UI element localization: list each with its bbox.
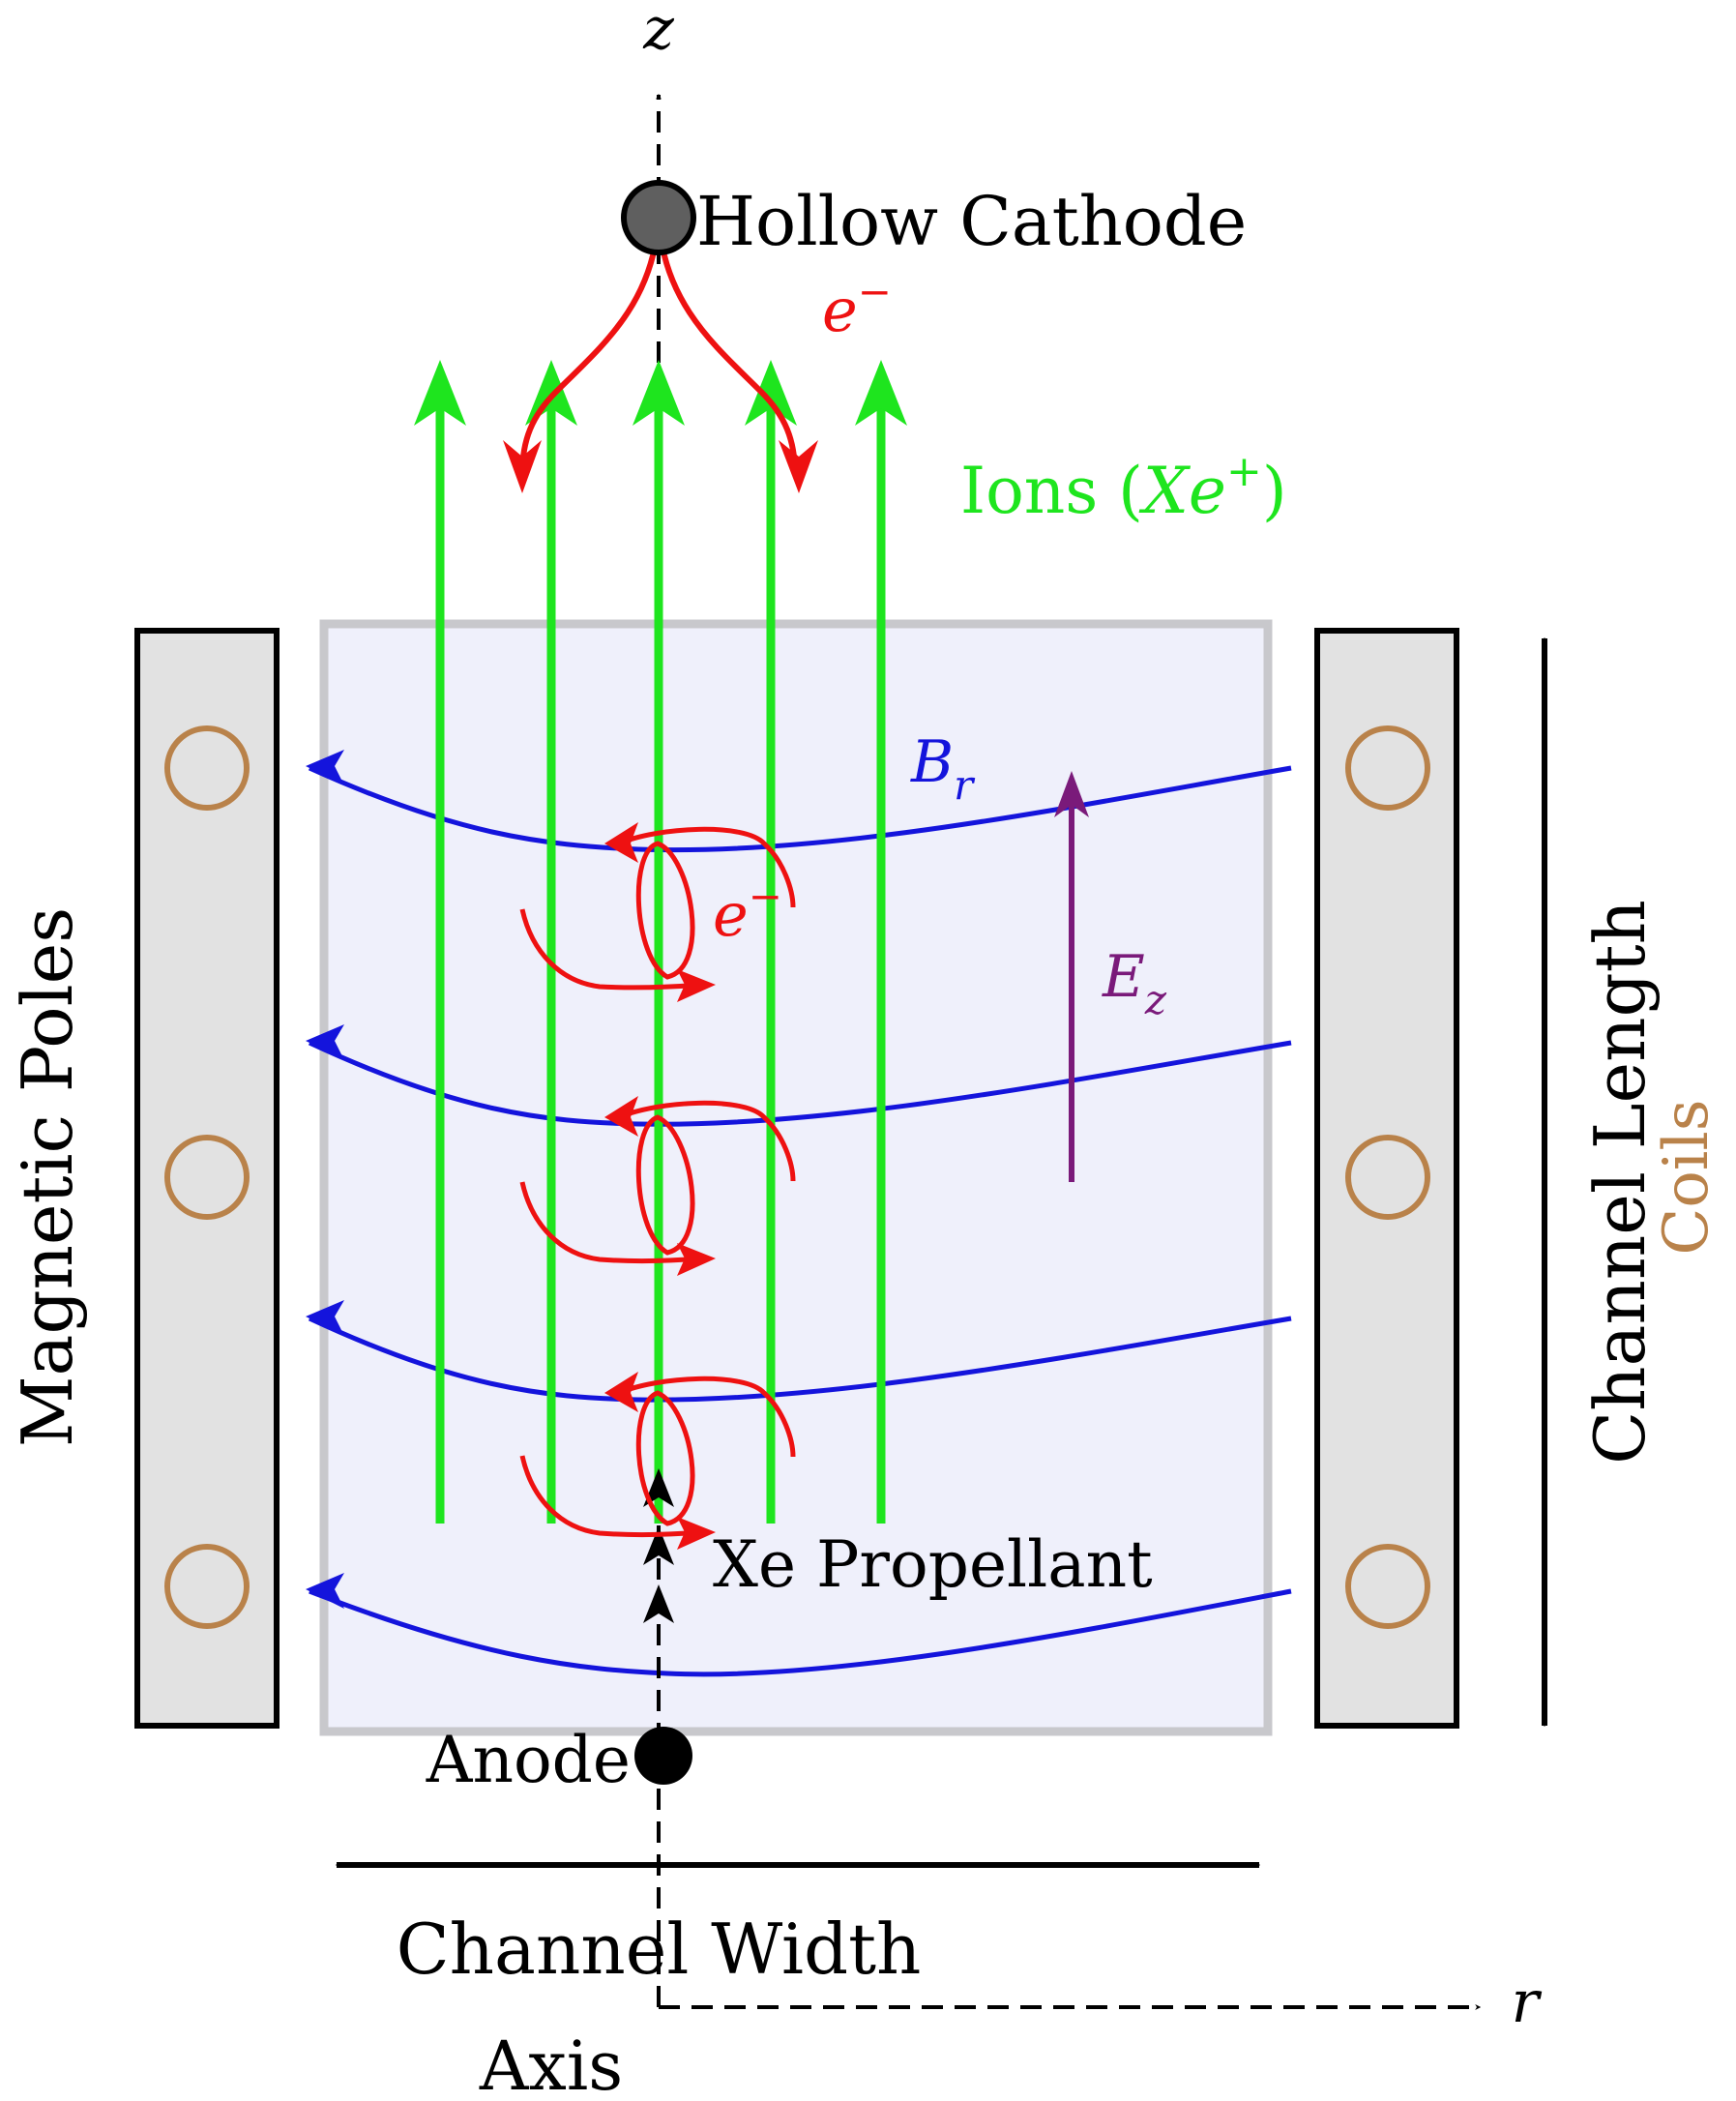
electron-channel-symbol: e — [713, 879, 749, 950]
electron-channel-charge: − — [749, 873, 782, 920]
electron-arc — [519, 1181, 702, 1264]
cathode-electron-paths — [503, 217, 818, 493]
coil-icons — [164, 725, 1430, 1629]
electron-arc — [519, 1455, 702, 1538]
z-axis-label: z — [642, 0, 674, 63]
propellant-arrows — [643, 1468, 674, 1623]
electron-arrowhead — [604, 822, 638, 863]
ion-arrowhead — [633, 360, 685, 426]
channel-width-label: Channel Width — [397, 1909, 922, 1990]
coil-icon — [164, 1544, 250, 1629]
b-field-line — [309, 1588, 1292, 1677]
coils-label: Coils — [1651, 1099, 1722, 1255]
axis-label: Axis — [479, 2027, 623, 2101]
electron-top-label: e− — [822, 268, 892, 345]
electron-loop-group — [519, 1372, 796, 1550]
ions-species: Xe — [1138, 454, 1226, 528]
electron-loop-group — [519, 1096, 796, 1276]
magnetic-poles-label: Magnetic Poles — [7, 907, 88, 1447]
electron-path — [519, 217, 662, 475]
electron-arrowhead — [779, 440, 818, 493]
arrowhead — [306, 1024, 344, 1060]
right-magnetic-pole — [1314, 628, 1459, 1729]
electron-loop — [635, 841, 695, 980]
anode-label: Anode — [426, 1723, 631, 1797]
coil-icon — [1345, 725, 1430, 811]
magnetic-field-lines — [308, 765, 1292, 1677]
ion-arrowhead — [414, 360, 466, 426]
arrowhead — [306, 1573, 344, 1609]
propellant-arrowhead — [643, 1584, 674, 1623]
left-magnetic-pole — [134, 628, 280, 1729]
ions-label: Ions (Xe+) — [960, 447, 1287, 528]
electron-channel-label: e− — [713, 873, 782, 950]
electron-loop — [635, 1114, 695, 1256]
coil-icon — [1345, 1135, 1430, 1220]
anode-icon — [634, 1727, 692, 1785]
b-field-line — [308, 1040, 1292, 1127]
arrowhead — [306, 750, 344, 785]
electron-arc — [618, 826, 796, 908]
e-field-label: Ez — [1102, 943, 1167, 1023]
b-field-line — [308, 765, 1292, 853]
electron-drift — [519, 822, 796, 1550]
electron-arrowhead — [677, 969, 716, 1002]
propellant-arrowhead — [643, 1468, 674, 1507]
e-field-symbol: E — [1102, 943, 1145, 1011]
electron-loop-group — [519, 822, 796, 1002]
hollow-cathode-label: Hollow Cathode — [696, 182, 1247, 261]
b-field-label: Br — [910, 728, 976, 809]
coil-icon — [164, 725, 250, 811]
coil-icon — [164, 1135, 250, 1220]
electron-arrowhead — [677, 1517, 716, 1550]
electron-loop — [635, 1390, 695, 1526]
electron-arc — [519, 908, 702, 991]
electron-arc — [618, 1100, 796, 1182]
hollow-cathode-icon — [621, 180, 696, 255]
b-field-line — [308, 1316, 1292, 1403]
electron-path — [656, 217, 798, 475]
ion-arrowhead — [855, 360, 907, 426]
ions-charge: + — [1226, 447, 1262, 496]
discharge-channel — [319, 619, 1273, 1736]
r-axis-label: r — [1512, 1968, 1543, 2036]
coil-icon — [1345, 1544, 1430, 1629]
e-field-subscript: z — [1144, 976, 1167, 1023]
e-field-arrowhead — [1054, 771, 1089, 817]
arrowhead — [306, 1300, 344, 1336]
ions-prefix: Ions ( — [960, 454, 1143, 528]
electron-arc — [618, 1376, 796, 1458]
channel-length-label: Channel Length — [1579, 900, 1661, 1465]
b-field-subscript: r — [954, 761, 976, 809]
electron-arrowhead — [604, 1372, 638, 1412]
propellant-arrowhead — [643, 1526, 674, 1565]
electron-arrowhead — [503, 440, 542, 493]
ions-suffix: ) — [1262, 454, 1287, 528]
b-field-arrowheads — [306, 750, 344, 1609]
xe-propellant-label: Xe Propellant — [713, 1527, 1153, 1602]
electron-top-symbol: e — [822, 275, 858, 345]
ion-arrowhead — [745, 360, 797, 426]
b-field-symbol: B — [910, 728, 954, 796]
electron-arrowhead — [604, 1096, 638, 1137]
electron-arrowhead — [677, 1243, 716, 1276]
electron-top-charge: − — [858, 268, 892, 315]
